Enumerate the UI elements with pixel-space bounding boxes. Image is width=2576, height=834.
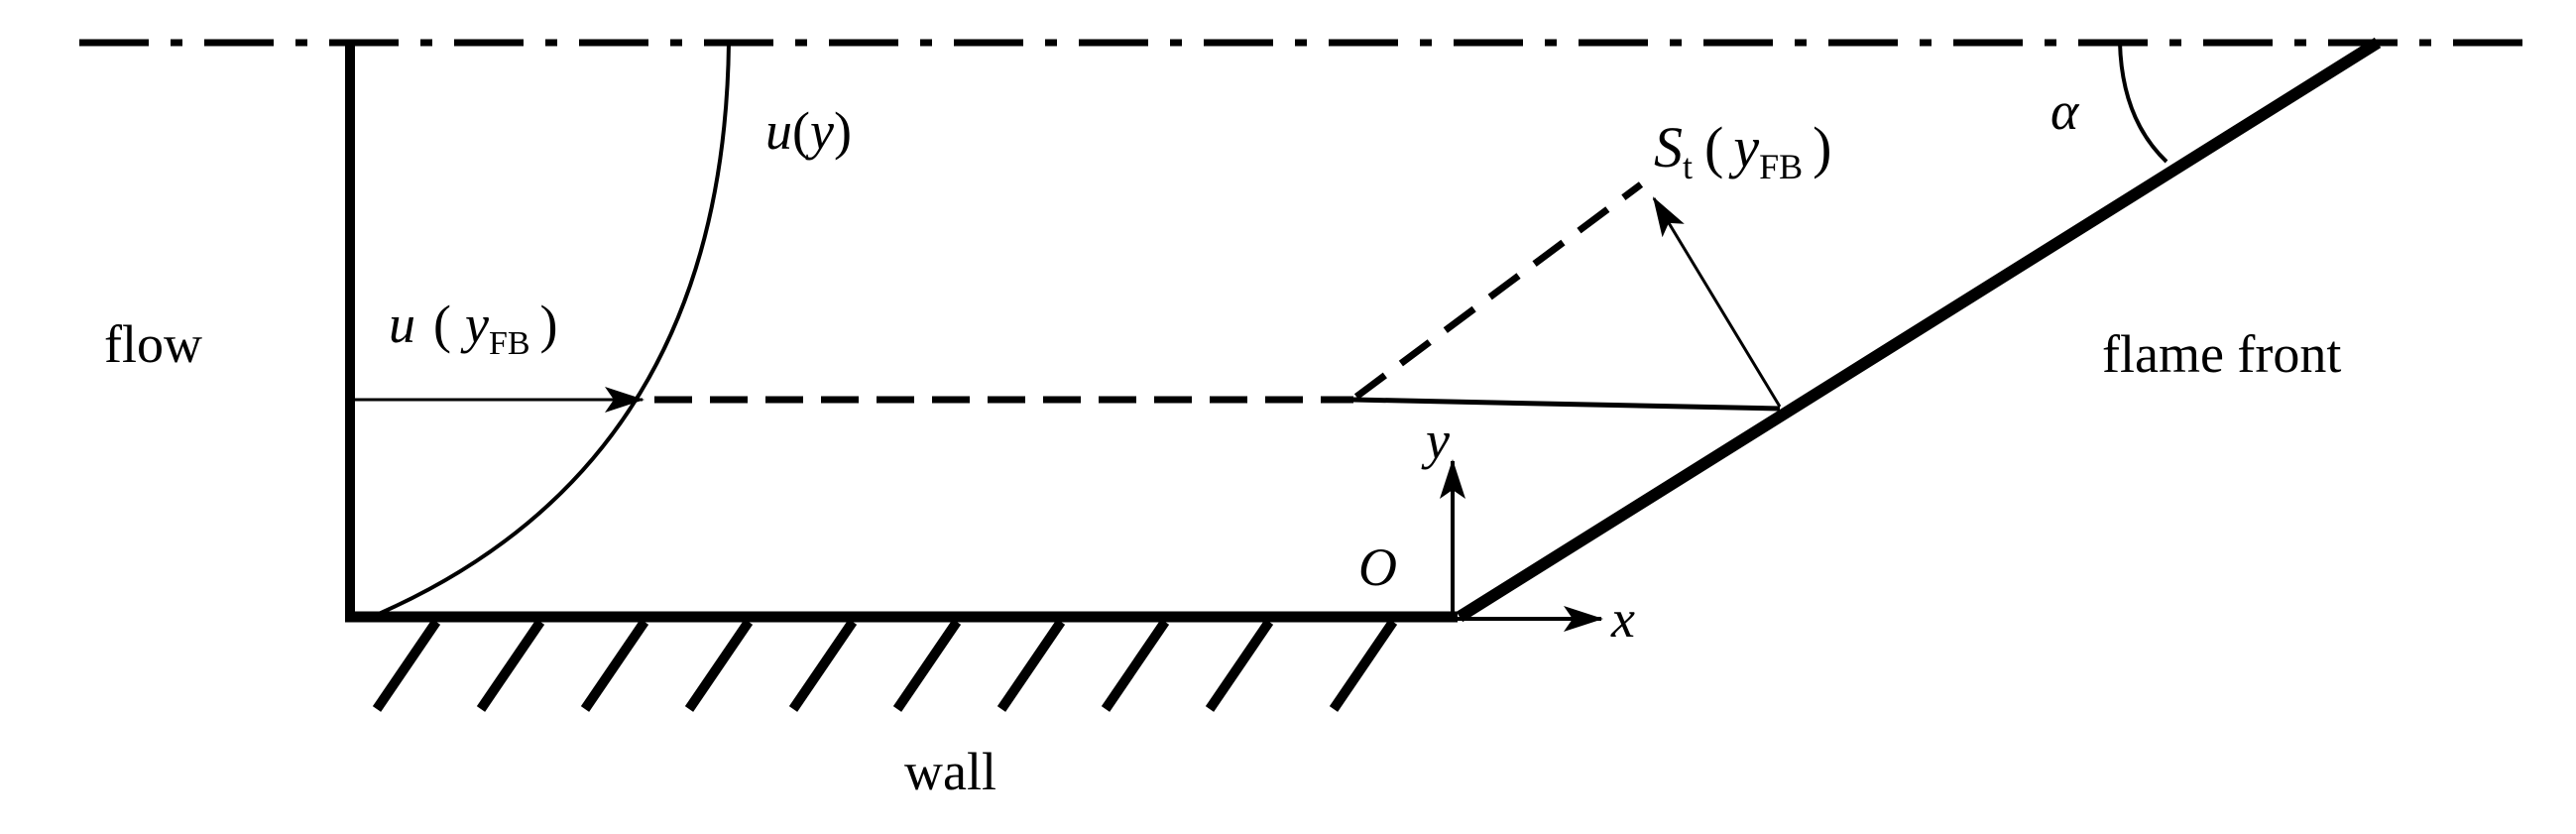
angle-alpha-label: α (2050, 81, 2080, 141)
flame-front-label: flame front (2102, 324, 2341, 384)
yfb-solid-segment (1352, 397, 1781, 412)
velocity-triangle-dashed (1353, 181, 1644, 400)
velocity-at-yfb-label: u(yFB) (389, 295, 558, 362)
angle-arc (2118, 42, 2168, 164)
burning-velocity-arrow (1652, 196, 1782, 408)
burning-velocity-label: St(yFB) (1654, 115, 1831, 186)
origin-label: O (1358, 537, 1397, 597)
y-axis-label: y (1421, 411, 1450, 470)
flow-label: flow (104, 314, 202, 374)
x-axis-label: x (1610, 589, 1635, 649)
wall-hatching (372, 619, 1398, 712)
flame-front-line (1456, 37, 2382, 623)
velocity-profile-label: u(y) (765, 101, 852, 161)
wall-label: wall (904, 742, 996, 801)
